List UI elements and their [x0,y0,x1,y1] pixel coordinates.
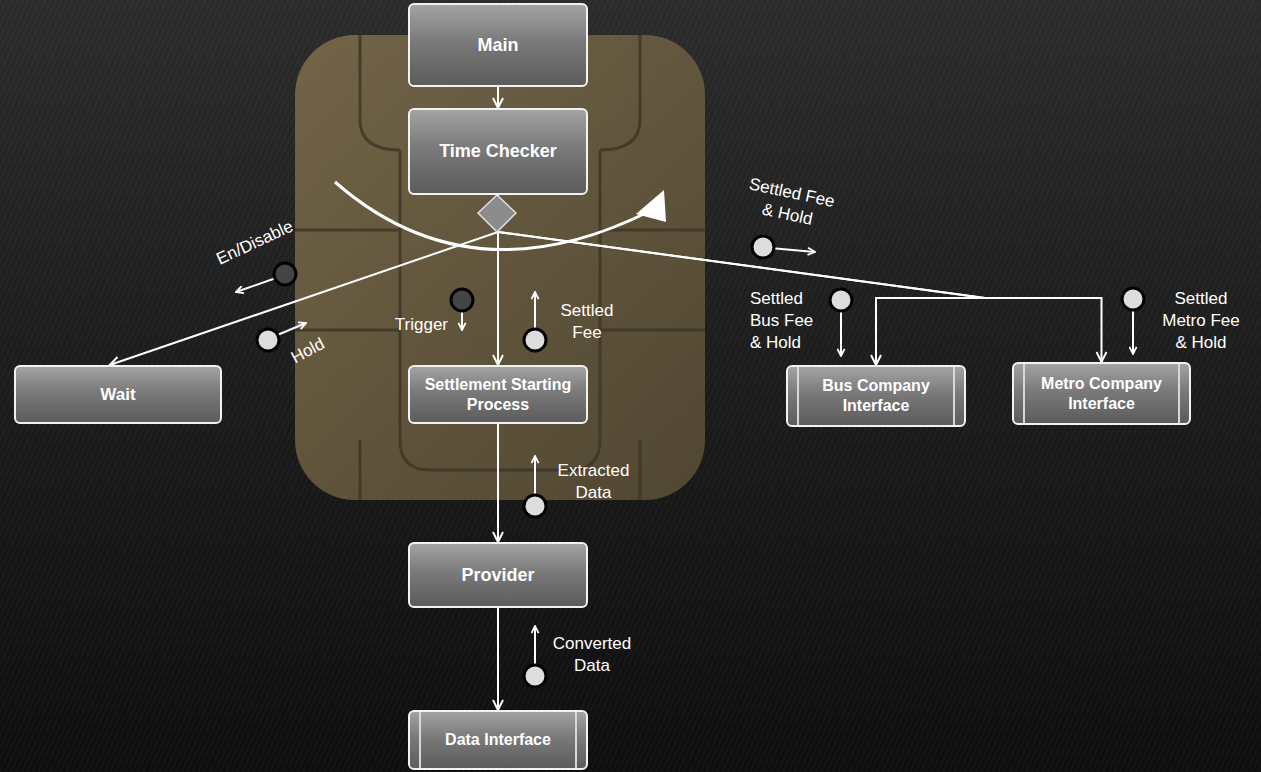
flow-label: Settled Metro Fee & Hold [1160,288,1242,354]
flow-label: Settled Bus Fee & Hold [750,288,820,354]
side-bar [953,367,955,425]
process-box: Time Checker [408,108,588,195]
interface-box: Metro Company Interface [1012,362,1191,425]
side-bar [1178,364,1180,423]
flow-label: Extracted Data [551,460,636,504]
flow-label: Converted Data [548,633,636,677]
node-label: Bus Company Interface [806,376,946,416]
flow-label: Trigger [372,314,448,336]
node-label: Wait [100,384,135,405]
flow-connector [497,424,499,542]
flow-label: Settled Fee [552,300,622,344]
chip-contacts [295,35,705,500]
chip-body [295,35,705,500]
node-label: Provider [461,564,534,587]
flow-tokens [236,236,1144,687]
side-bar [575,712,577,768]
process-box: Settlement Starting Process [408,365,588,424]
flow-connector [497,87,499,108]
side-bar [797,367,799,425]
flow-connector [497,608,499,710]
interface-box: Bus Company Interface [786,365,966,427]
node-label: Time Checker [439,140,557,163]
node-label: Main [477,34,518,57]
process-box: Wait [14,365,222,424]
flow-label: Settled Fee & Hold [738,173,840,236]
node-label: Metro Company Interface [1032,374,1171,414]
node-label: Settlement Starting Process [418,375,578,415]
node-label: Data Interface [445,730,551,750]
interface-box: Data Interface [408,710,588,770]
cycle-arrowhead [636,190,666,222]
decision-diamond [478,195,516,232]
process-box: Main [408,3,588,87]
side-bar [419,712,421,768]
process-box: Provider [408,542,588,608]
flow-connector [498,195,985,365]
side-bar [1023,364,1025,423]
